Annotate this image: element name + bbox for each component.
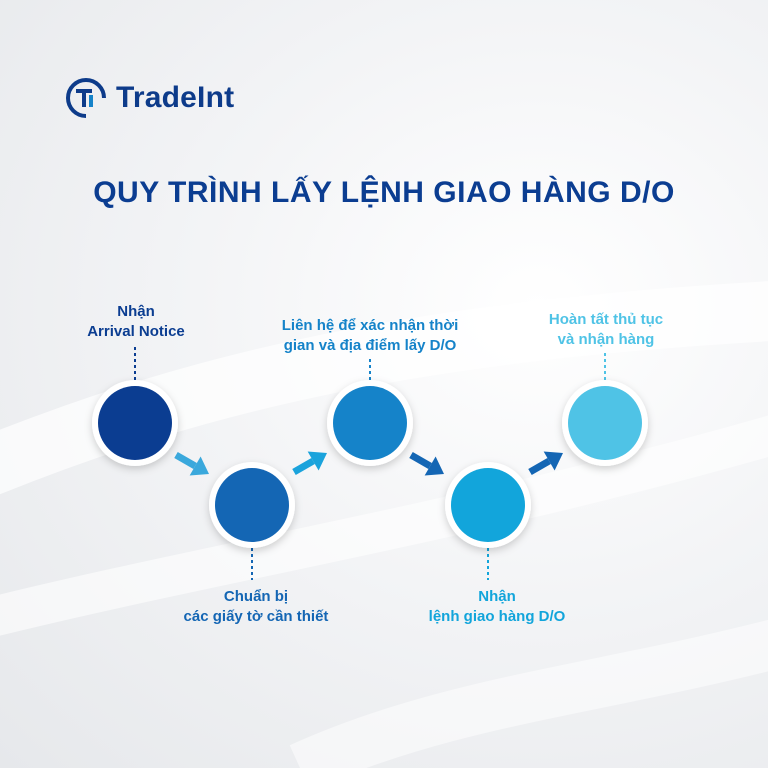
flow-arrow-3 — [409, 451, 444, 476]
flow-arrow-shaft — [409, 451, 432, 470]
step-3-node — [327, 380, 413, 466]
step-5-label: Hoàn tất thủ tục và nhận hàng — [548, 311, 664, 348]
step-1-node — [92, 380, 178, 466]
page-title: QUY TRÌNH LẤY LỆNH GIAO HÀNG D/O — [93, 176, 675, 209]
flow-arrow-head — [424, 456, 444, 476]
flow-arrow-shaft — [174, 451, 197, 470]
flow-arrow-head — [189, 456, 209, 476]
step-5-circle — [568, 386, 642, 460]
step-1-label: Nhận Arrival Notice — [87, 303, 185, 340]
flow-arrow-2 — [292, 451, 327, 476]
step-4-node — [445, 462, 531, 548]
step-2-label: Chuẩn bị các giấy tờ cần thiết — [183, 588, 329, 625]
flow-arrow-shaft — [528, 457, 551, 476]
step-5-node — [562, 380, 648, 466]
step-2-node — [209, 462, 295, 548]
flow-arrow-1 — [174, 451, 209, 476]
brand-name: TradeInt — [116, 81, 235, 114]
brand-logo: TradeInt — [64, 76, 234, 120]
step-3-label: Liên hệ để xác nhận thời gian và địa điể… — [281, 317, 459, 354]
step-2-circle — [215, 468, 289, 542]
step-4-circle — [451, 468, 525, 542]
tradeint-logo-icon — [66, 78, 106, 118]
step-1-circle — [98, 386, 172, 460]
flow-arrow-shaft — [292, 457, 315, 476]
step-3-circle — [333, 386, 407, 460]
flow-arrow-4 — [528, 451, 563, 476]
flow-arrow-head — [543, 451, 563, 471]
step-4-label: Nhận lệnh giao hàng D/O — [428, 588, 566, 625]
flow-arrow-head — [307, 451, 327, 471]
